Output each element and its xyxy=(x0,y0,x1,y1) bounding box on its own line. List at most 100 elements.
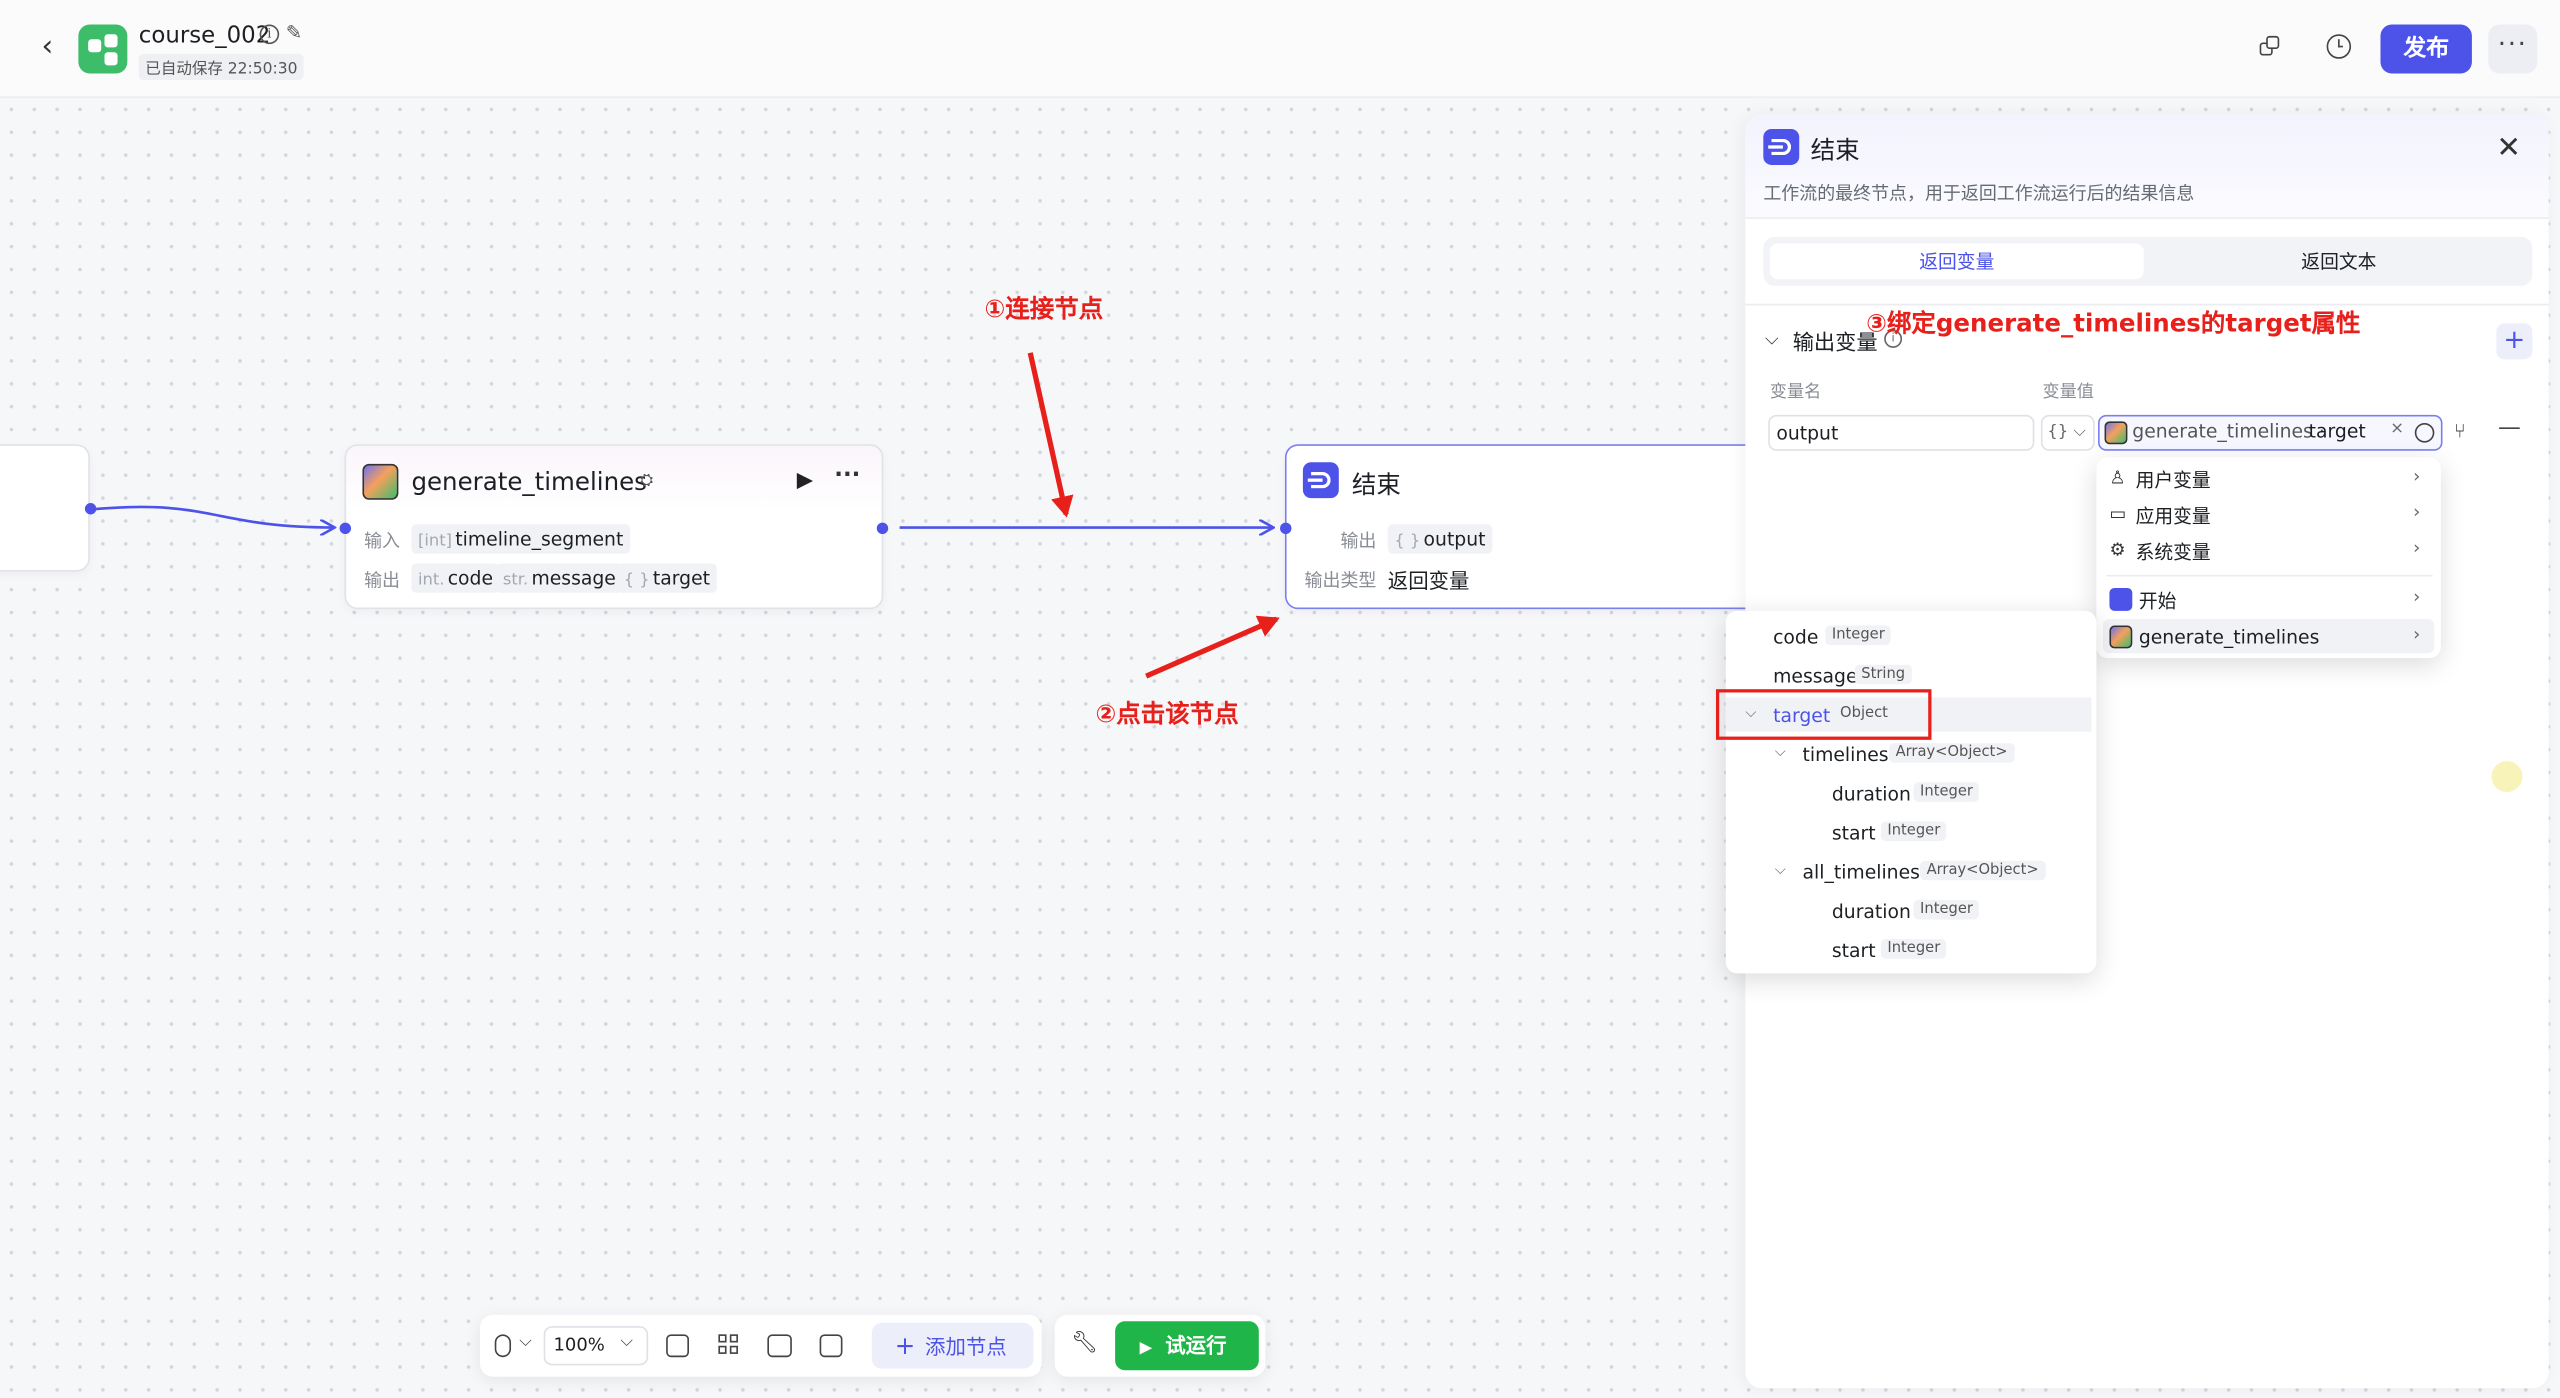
end-node-icon xyxy=(1302,462,1339,499)
field-item[interactable]: duration xyxy=(1831,899,1911,923)
previous-node[interactable] xyxy=(0,444,90,572)
field-type-badge: String xyxy=(1854,664,1912,685)
workflow-logo-icon xyxy=(78,24,128,74)
add-variable-button[interactable]: + xyxy=(2496,323,2533,360)
plugin-node-icon xyxy=(2109,625,2133,649)
grid-layout-icon[interactable] xyxy=(718,1334,738,1354)
input-label: 输入 xyxy=(364,530,401,553)
end-node-title: 结束 xyxy=(1351,470,1401,500)
remove-variable-button[interactable]: — xyxy=(2498,414,2521,441)
edit-icon[interactable]: ✎ xyxy=(285,21,303,45)
tab-return-text[interactable]: 返回文本 xyxy=(2301,249,2377,273)
field-type-badge: Integer xyxy=(1825,625,1892,646)
field-item-selected[interactable]: target xyxy=(1773,703,1831,727)
menu-item-generate-timelines[interactable]: generate_timelines xyxy=(2138,625,2320,649)
generate-timelines-input-port[interactable] xyxy=(339,522,352,535)
add-node-button[interactable]: +添加节点 xyxy=(871,1322,1034,1369)
chevron-down-icon[interactable]: ⌵ xyxy=(1745,705,1757,722)
tab-return-variable[interactable]: 返回变量 xyxy=(1769,243,2144,280)
column-variable-name: 变量名 xyxy=(1769,382,1822,402)
output-param-tag: { }target xyxy=(617,563,717,593)
field-item[interactable]: message xyxy=(1773,664,1858,688)
annotation-step1: ①连接节点 xyxy=(984,293,1104,324)
info-icon[interactable]: i xyxy=(1884,329,1903,348)
variable-name-input[interactable]: output xyxy=(1768,414,2035,451)
user-icon: ♙ xyxy=(2109,467,2126,489)
test-run-button[interactable]: ▶试运行 xyxy=(1115,1321,1259,1371)
publish-button[interactable]: 发布 xyxy=(2380,24,2472,74)
menu-item-system-variables[interactable]: 系统变量 xyxy=(2135,540,2211,564)
chevron-right-icon: › xyxy=(2413,501,2421,523)
variable-type-select[interactable]: {} ⌵ xyxy=(2040,414,2095,451)
field-type-badge: Integer xyxy=(1880,821,1947,842)
cursor-highlight xyxy=(2491,761,2523,793)
image-icon[interactable] xyxy=(767,1334,792,1358)
info-icon[interactable]: i xyxy=(259,24,280,45)
menu-item-user-variables[interactable]: 用户变量 xyxy=(2135,468,2211,492)
chevron-right-icon: › xyxy=(2413,465,2421,487)
menu-item-highlight xyxy=(2102,618,2435,654)
field-item[interactable]: timelines xyxy=(1802,743,1889,766)
field-type-badge: Integer xyxy=(1913,782,1980,802)
field-item[interactable]: start xyxy=(1831,939,1876,962)
panel-description: 工作流的最终节点，用于返回工作流运行后的结果信息 xyxy=(1763,182,2195,205)
more-button[interactable]: ··· xyxy=(2488,24,2538,74)
column-variable-value: 变量值 xyxy=(2042,382,2094,402)
back-icon[interactable]: ‹ xyxy=(41,29,54,64)
chevron-down-icon[interactable]: ⌵ xyxy=(519,1332,532,1351)
panel-end-icon xyxy=(1763,129,1800,165)
field-type-badge: Integer xyxy=(1913,899,1980,920)
clear-icon[interactable]: × xyxy=(2390,419,2404,438)
mouse-mode-icon[interactable] xyxy=(494,1334,512,1358)
divider xyxy=(2106,574,2433,577)
field-item[interactable]: duration xyxy=(1831,782,1911,806)
annotation-highlight-box xyxy=(1715,689,1932,740)
comment-icon[interactable] xyxy=(666,1334,689,1358)
field-item[interactable]: start xyxy=(1831,821,1876,845)
generate-timelines-title: generate_timelines xyxy=(411,467,647,497)
menu-item-app-variables[interactable]: 应用变量 xyxy=(2135,504,2211,528)
end-output-label: 输出 xyxy=(1340,530,1377,553)
plugin-node-icon xyxy=(362,463,399,500)
wrench-icon[interactable]: 🔧︎ xyxy=(1071,1331,1099,1356)
divider xyxy=(1745,303,2549,306)
reference-attribute: target xyxy=(2308,419,2366,443)
output-param-tag: str.message xyxy=(496,563,623,593)
field-type-badge: Array<Object> xyxy=(1889,743,2015,763)
field-type-badge: Integer xyxy=(1880,939,1947,959)
history-icon[interactable] xyxy=(2326,34,2352,59)
zoom-select[interactable]: 100% xyxy=(543,1326,649,1366)
reference-picker-icon[interactable] xyxy=(2414,422,2435,443)
minimap-icon[interactable] xyxy=(819,1334,843,1358)
node-run-icon[interactable]: ▶ xyxy=(796,468,814,494)
node-more-icon[interactable]: ··· xyxy=(834,462,861,489)
generate-timelines-output-port[interactable] xyxy=(876,522,889,535)
field-type-badge: Object xyxy=(1833,703,1895,724)
copy-icon[interactable] xyxy=(2259,35,2283,59)
chevron-down-icon[interactable]: ⌵ xyxy=(1774,744,1786,762)
annotation-step2: ②点击该节点 xyxy=(1095,699,1239,729)
variable-reference-field[interactable] xyxy=(2098,414,2443,451)
panel-title: 结束 xyxy=(1810,135,1860,165)
end-output-tag: { }output xyxy=(1387,524,1493,554)
menu-item-start-node[interactable]: 开始 xyxy=(2138,589,2177,613)
output-param-tag: int.code xyxy=(411,563,500,593)
field-item[interactable]: code xyxy=(1773,625,1819,649)
chevron-down-icon[interactable]: ⌵ xyxy=(1774,862,1786,879)
input-param-tag: [int]timeline_segment xyxy=(411,524,630,554)
end-output-type-label: 输出类型 xyxy=(1304,569,1377,592)
output-label: 输出 xyxy=(364,569,401,592)
field-item[interactable]: all_timelines xyxy=(1802,860,1920,884)
panel-header xyxy=(1745,114,2549,219)
end-node-input-port[interactable] xyxy=(1280,522,1292,535)
app-header xyxy=(0,0,2560,98)
chevron-right-icon: › xyxy=(2413,586,2421,608)
branch-icon[interactable]: ⑂ xyxy=(2453,419,2466,443)
plugin-badge-icon: ⛭ xyxy=(640,471,654,490)
close-icon[interactable]: ✕ xyxy=(2496,130,2522,165)
reference-node-name: generate_timelines · xyxy=(2132,419,2325,443)
chevron-down-icon[interactable]: ⌵ xyxy=(1764,328,1779,350)
chevron-down-icon[interactable]: ⌵ xyxy=(620,1332,633,1351)
end-node[interactable] xyxy=(1284,444,1759,610)
previous-node-output-port[interactable] xyxy=(84,503,97,515)
